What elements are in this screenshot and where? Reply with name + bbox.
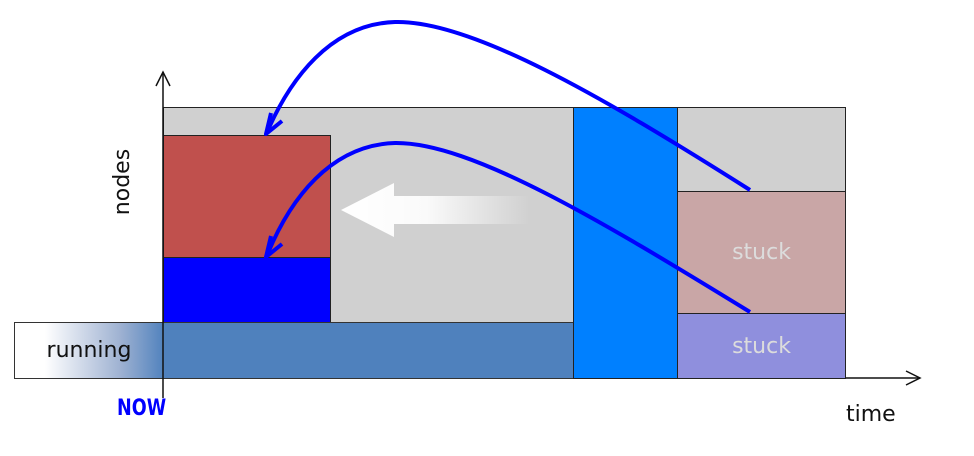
stuck-lower-block: stuck — [677, 313, 846, 379]
backfill-arrow-upper-icon — [264, 19, 752, 192]
stuck-upper-label: stuck — [732, 240, 791, 265]
running-label: running — [46, 338, 132, 363]
stuck-lower-label: stuck — [732, 333, 791, 359]
shift-left-arrow-icon — [341, 183, 530, 237]
running-bar — [14, 322, 574, 379]
stuck-upper-block: stuck — [677, 191, 846, 314]
backfill-arrow-lower-icon — [264, 140, 752, 314]
reserved-column — [573, 107, 678, 379]
y-axis-label: nodes — [110, 148, 135, 216]
y-axis — [155, 70, 171, 398]
now-marker-label: NOW — [117, 396, 167, 421]
red-job-block — [163, 135, 331, 258]
x-axis — [846, 370, 922, 386]
x-axis-label: time — [846, 402, 896, 427]
